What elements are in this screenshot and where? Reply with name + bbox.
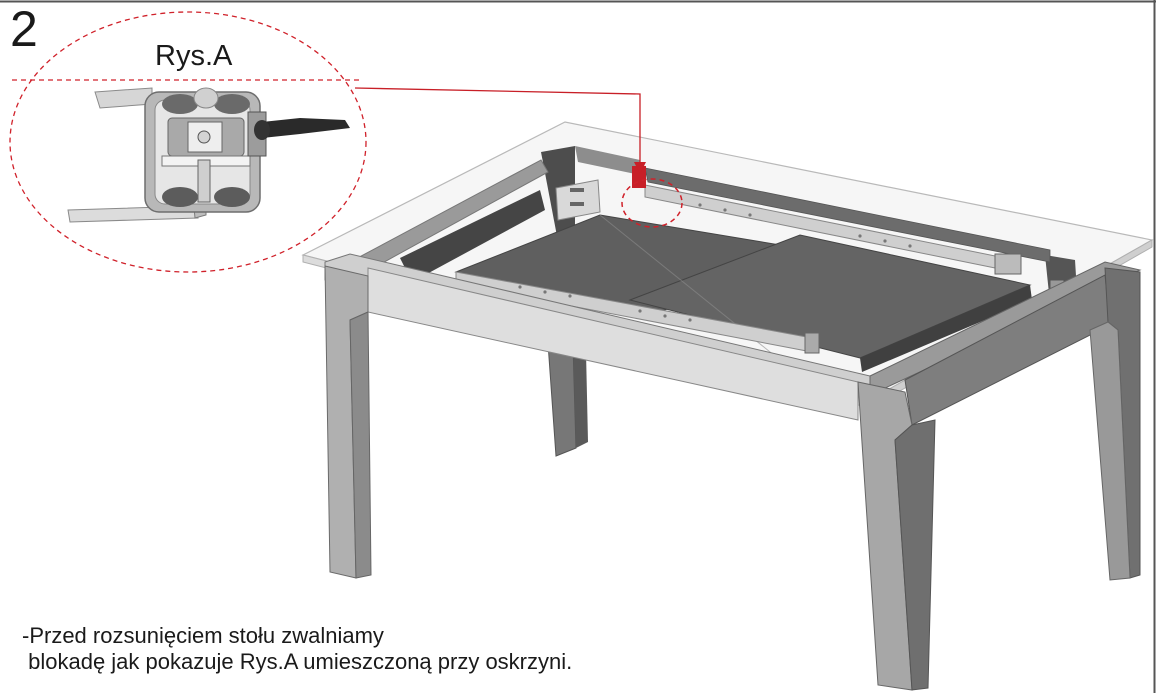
lock-highlight-circle	[621, 178, 683, 228]
front-corner-leg	[857, 381, 936, 691]
instruction-line-2: blokadę jak pokazuje Rys.A umieszczoną p…	[22, 649, 573, 674]
callout-leader-line	[354, 87, 641, 168]
release-lock-mechanism-illustration	[67, 87, 350, 223]
detail-label: Rys.A	[155, 40, 233, 72]
front-left-leg	[324, 265, 372, 579]
table-illustration	[301, 121, 1154, 691]
instruction-line-1: -Przed rozsunięciem stołu zwalniamy	[22, 623, 384, 648]
instruction-text: -Przed rozsunięciem stołu zwalniamy blok…	[22, 623, 572, 675]
lock-bracket	[555, 179, 601, 221]
release-lever	[262, 118, 350, 138]
step-number: 2	[10, 1, 38, 57]
right-leg	[1089, 267, 1141, 581]
